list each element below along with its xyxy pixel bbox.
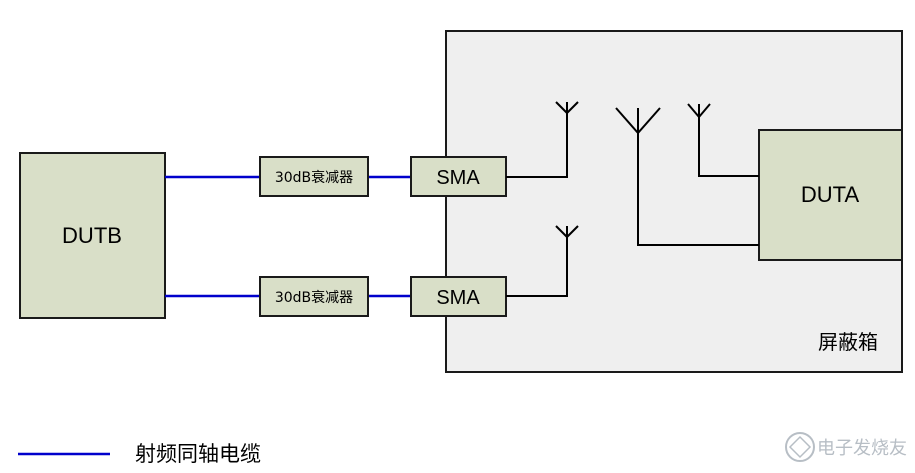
attenuator-bottom bbox=[259, 276, 369, 317]
wire-duta-large-antenna bbox=[637, 133, 759, 246]
watermark-icon bbox=[785, 432, 815, 462]
antenna-icon bbox=[687, 103, 711, 118]
shield-box-label: 屏蔽箱 bbox=[818, 330, 878, 354]
wire-duta-small-antenna bbox=[698, 117, 759, 177]
antenna-icon bbox=[555, 225, 579, 238]
duta-box bbox=[758, 129, 903, 261]
legend-label: 射频同轴电缆 bbox=[135, 442, 261, 466]
dutb-label: DUTB bbox=[62, 223, 122, 248]
attenuator-top-label: 30dB衰减器 bbox=[275, 169, 353, 186]
duta-label: DUTA bbox=[801, 182, 860, 207]
wire-sma-top-antenna bbox=[506, 113, 568, 178]
antenna-icon bbox=[615, 107, 661, 134]
wire-sma-bottom-antenna bbox=[506, 237, 568, 297]
watermark-logo: 电子发烧友 bbox=[785, 432, 907, 462]
sma-top bbox=[410, 156, 507, 197]
sma-bottom-label: SMA bbox=[436, 287, 480, 309]
attenuator-top bbox=[259, 156, 369, 197]
watermark-text: 电子发烧友 bbox=[817, 438, 907, 459]
sma-top-label: SMA bbox=[436, 167, 480, 189]
antenna-wiring bbox=[506, 101, 759, 297]
antenna-icon bbox=[555, 101, 579, 114]
attenuator-bottom-label: 30dB衰减器 bbox=[275, 289, 353, 306]
coax-cables bbox=[165, 175, 411, 298]
dutb-box bbox=[19, 152, 166, 319]
